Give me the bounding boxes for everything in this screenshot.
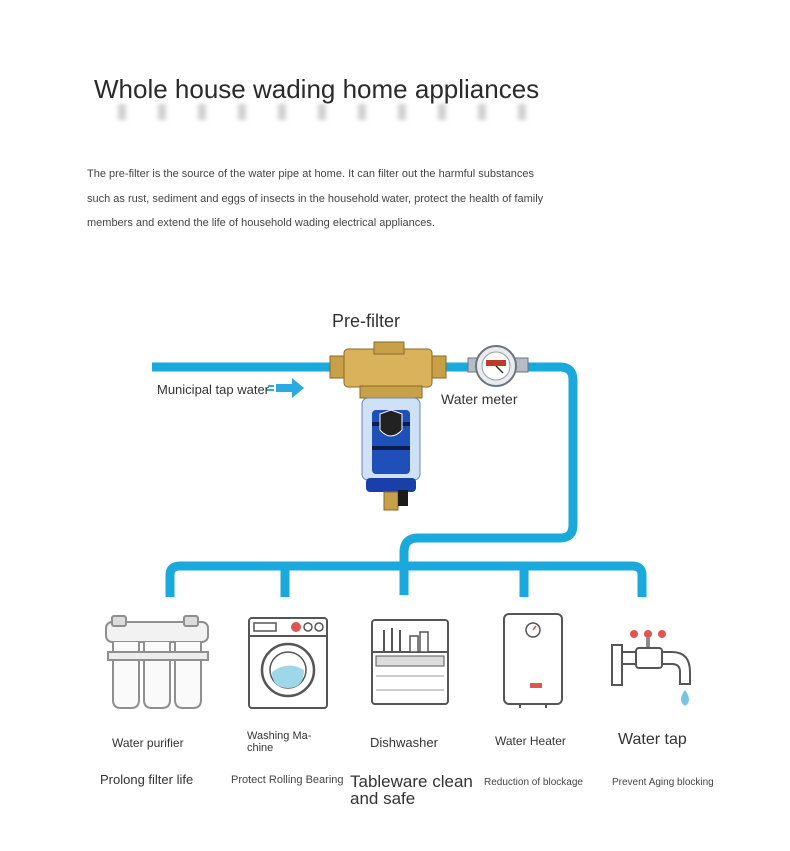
appliance-benefit: Protect Rolling Bearing — [231, 774, 344, 786]
appliance-benefit: Reduction of blockage — [484, 777, 583, 788]
dishwasher-icon — [371, 619, 449, 705]
pre-filter-icon — [329, 341, 447, 511]
prefilter-label: Pre-filter — [332, 311, 401, 331]
appliance-name: Water purifier — [112, 736, 184, 750]
water-purifier-icon — [105, 615, 209, 709]
water-meter-label: Water meter — [441, 391, 518, 407]
page-title: Whole house wading home appliances — [94, 74, 540, 104]
appliance-benefit: Prevent Aging blocking — [612, 777, 714, 788]
municipal-water-label: Municipal tap water — [157, 382, 269, 397]
flow-arrow-icon — [266, 378, 304, 398]
water-tap-icon — [611, 630, 691, 706]
appliance-name: Washing Ma- chine — [247, 730, 312, 754]
water-heater-icon — [503, 613, 563, 708]
appliance-name: Water Heater — [495, 734, 566, 748]
appliance-name: Dishwasher — [370, 735, 438, 750]
washing-machine-icon — [248, 617, 328, 709]
description-text: The pre-filter is the source of the wate… — [87, 168, 544, 229]
appliance-benefit: Prolong filter life — [100, 772, 194, 787]
water-meter-icon — [467, 345, 529, 387]
title-reflection — [100, 104, 550, 120]
appliance-benefit: Tableware clean and safe — [350, 772, 473, 808]
appliance-name: Water tap — [618, 731, 687, 748]
pipe-network — [152, 362, 647, 597]
